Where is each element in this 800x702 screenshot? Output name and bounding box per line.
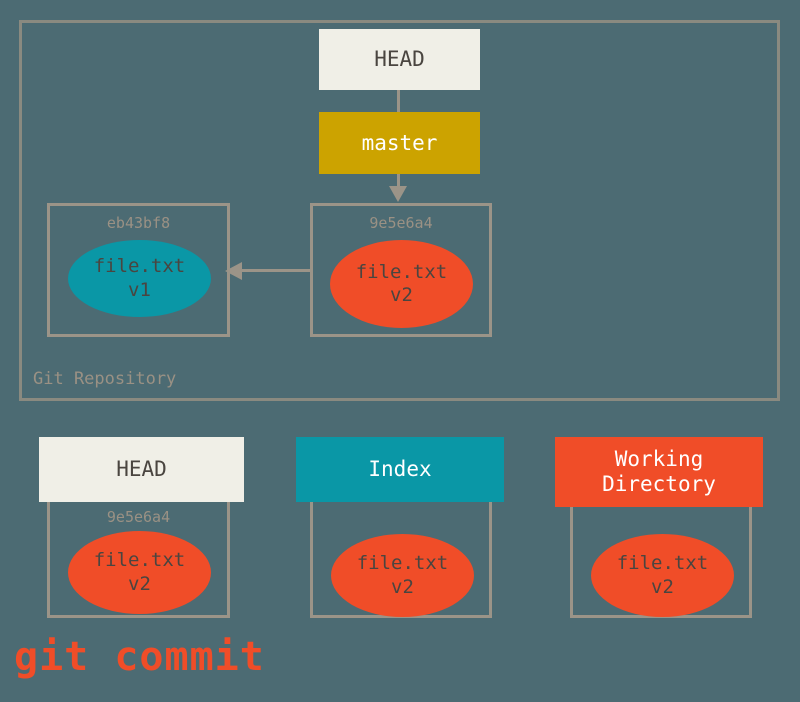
blob-head-area[interactable]: file.txt v2 (68, 531, 211, 614)
blob-version: v2 (651, 575, 674, 598)
diagram-caption: git commit (14, 634, 265, 680)
blob-version: v2 (391, 575, 414, 598)
repo-branch-ref-box[interactable]: master (319, 112, 480, 174)
blob-version: v1 (128, 278, 151, 301)
repo-head-ref-box[interactable]: HEAD (319, 29, 480, 90)
blob-working-directory-area[interactable]: file.txt v2 (591, 534, 734, 617)
blob-version: v2 (128, 572, 151, 595)
connector-master-to-commit (397, 174, 400, 193)
commit-id-eb43bf8: eb43bf8 (106, 214, 171, 232)
git-repository-frame (19, 20, 780, 401)
git-repository-label: Git Repository (33, 369, 177, 389)
blob-version: v2 (390, 284, 413, 306)
blob-eb43bf8[interactable]: file.txt v1 (68, 240, 211, 317)
connector-commit-to-parent (233, 269, 310, 272)
blob-filename: file.txt (355, 260, 448, 283)
blob-9e5e6a4[interactable]: file.txt v2 (330, 240, 473, 328)
blob-filename: file.txt (616, 552, 709, 575)
area-commit-id-head: 9e5e6a4 (106, 508, 171, 526)
area-header-line2: Directory (602, 472, 716, 496)
area-header-working-directory[interactable]: Working Directory (555, 437, 763, 507)
blob-filename: file.txt (93, 549, 186, 572)
area-header-index[interactable]: Index (296, 437, 504, 502)
area-frame-head (47, 481, 230, 618)
arrow-down-icon (389, 186, 407, 202)
blob-filename: file.txt (356, 552, 449, 575)
commit-id-9e5e6a4: 9e5e6a4 (369, 214, 433, 232)
area-header-line1: Working (614, 447, 704, 472)
connector-head-to-master (397, 90, 400, 113)
blob-filename: file.txt (93, 255, 186, 278)
blob-index-area[interactable]: file.txt v2 (331, 534, 474, 617)
arrow-left-icon (225, 262, 242, 280)
area-header-head[interactable]: HEAD (39, 437, 244, 502)
commit-box-9e5e6a4[interactable] (310, 203, 492, 337)
